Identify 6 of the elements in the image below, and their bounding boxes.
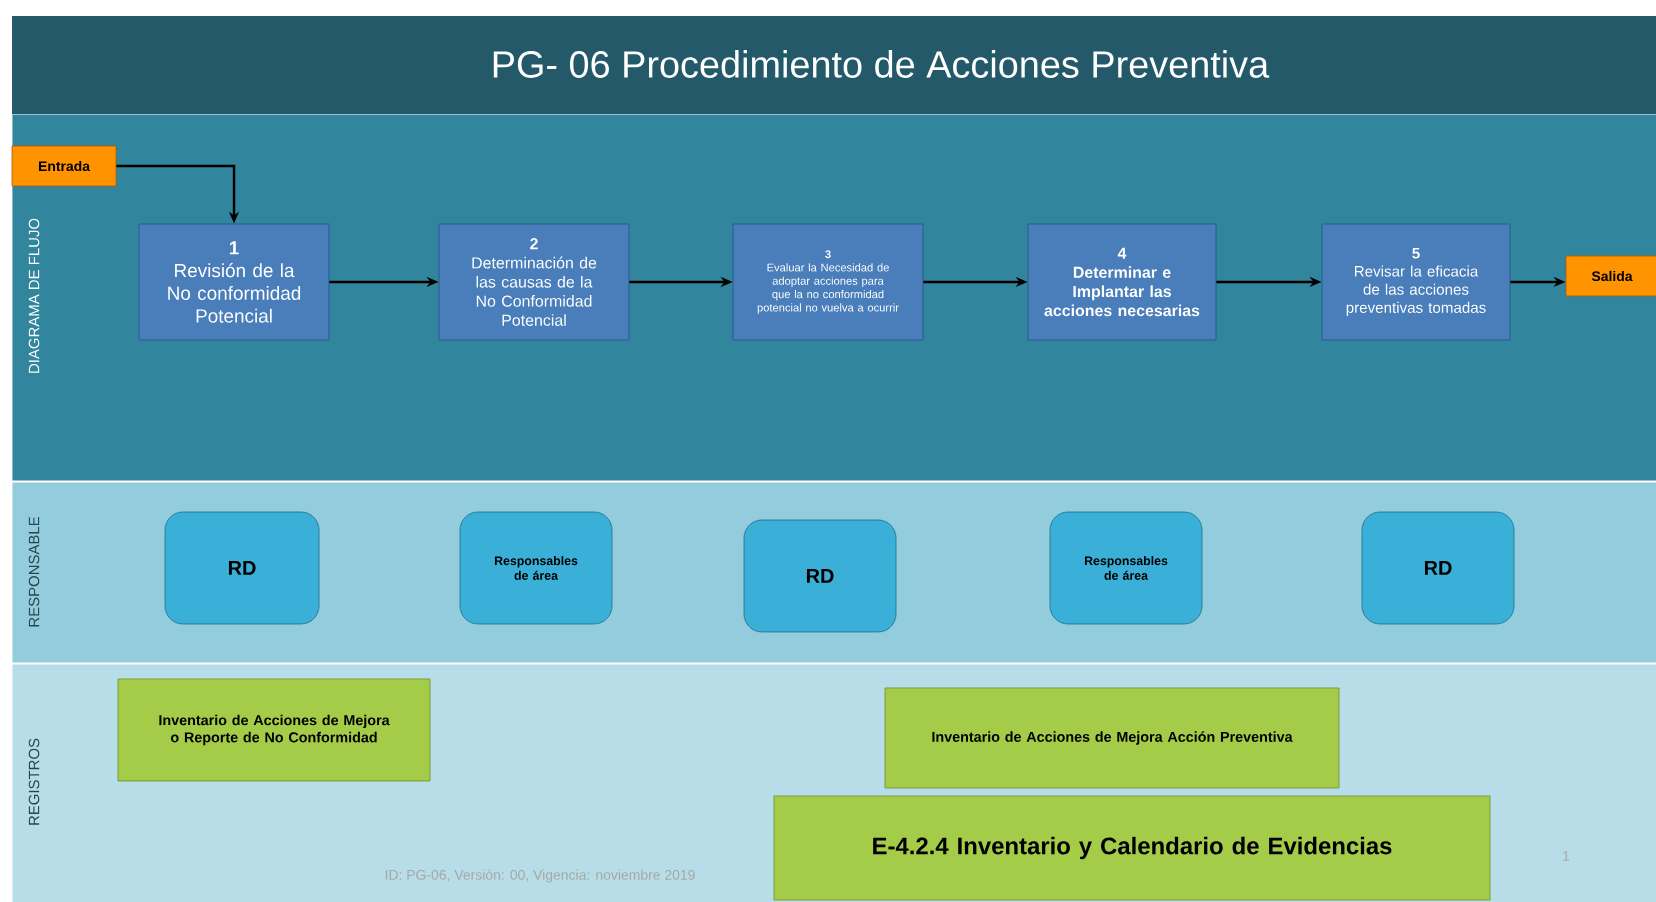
title-banner: PG- 06 Procedimiento de Acciones Preventiva — [12, 16, 1656, 114]
responsible-box: RD — [743, 519, 897, 633]
responsible-box: RD — [1361, 511, 1515, 625]
responsible-box: RD — [164, 511, 320, 625]
process-box: 1 Revisión de la No conformidad Potencial — [138, 223, 330, 341]
record-box: E-4.2.4 Inventario y Calendario de Evidencias — [773, 795, 1491, 901]
